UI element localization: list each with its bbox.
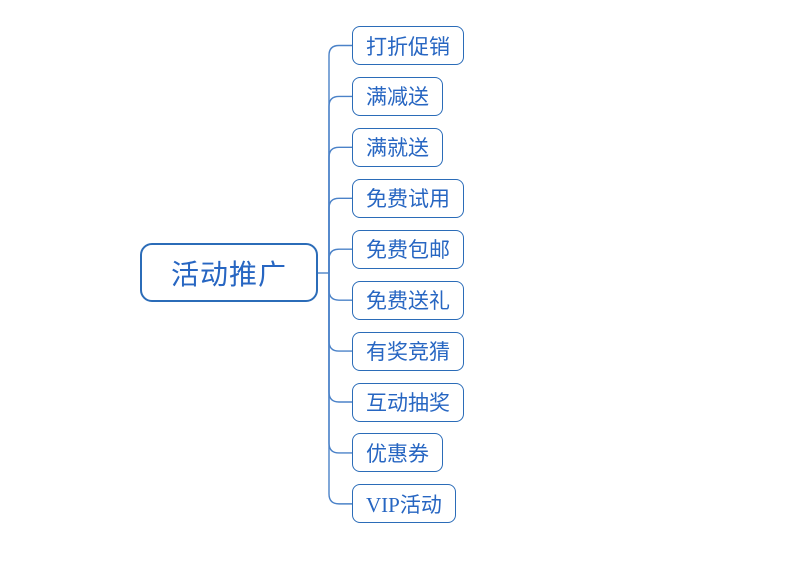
child-node-label: 互动抽奖 <box>366 391 450 415</box>
root-node[interactable]: 活动推广 <box>140 243 318 302</box>
child-node[interactable]: 免费试用 <box>352 178 464 218</box>
child-node-label: VIP活动 <box>366 492 442 517</box>
child-node[interactable]: 有奖竞猜 <box>352 331 464 371</box>
child-node-label: 优惠券 <box>366 441 429 466</box>
child-node-label: 免费试用 <box>366 187 450 212</box>
child-node-label: 有奖竞猜 <box>366 340 450 365</box>
child-node[interactable]: 打折促销 <box>352 26 464 65</box>
child-node-label: 免费送礼 <box>366 289 450 314</box>
child-node[interactable]: VIP活动 <box>352 484 456 524</box>
child-node-label: 满减送 <box>366 85 429 110</box>
child-node[interactable]: 互动抽奖 <box>352 382 464 422</box>
child-node-label: 满就送 <box>366 136 429 161</box>
child-node[interactable]: 满减送 <box>352 76 443 116</box>
child-node-label: 免费包邮 <box>366 238 450 263</box>
child-node[interactable]: 免费包邮 <box>352 229 464 269</box>
child-node-label: 打折促销 <box>366 34 450 59</box>
child-node[interactable]: 满就送 <box>352 127 443 167</box>
child-node[interactable]: 免费送礼 <box>352 280 464 320</box>
root-node-label: 活动推广 <box>170 259 287 291</box>
child-node[interactable]: 优惠券 <box>352 433 443 473</box>
